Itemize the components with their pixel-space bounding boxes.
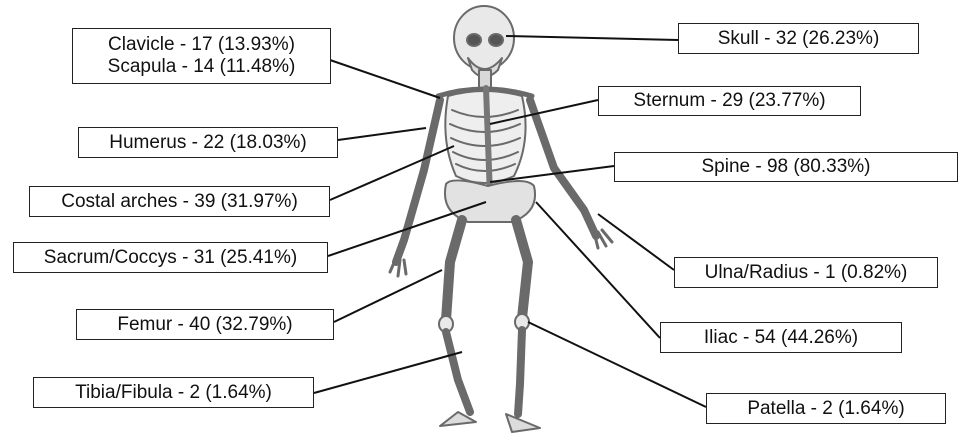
leader-line-iliac xyxy=(536,202,660,338)
label-sacrum-coccys: Sacrum/Coccys - 31 (25.41%) xyxy=(13,242,328,273)
left-eye-socket xyxy=(467,34,481,46)
right-foot xyxy=(506,414,540,432)
right-tibia xyxy=(518,330,522,414)
costal-arches-label: Costal arches - 39 (31.97%) xyxy=(61,191,298,213)
leader-line-costal-arches xyxy=(330,146,454,200)
clavicle-label: Clavicle - 17 (13.93%) xyxy=(108,34,295,56)
leader-line-tibia-fibula xyxy=(314,352,462,393)
sacrum-coccys-label: Sacrum/Coccys - 31 (25.41%) xyxy=(44,247,297,269)
leader-line-ulna-radius xyxy=(598,214,674,270)
label-sternum: Sternum - 29 (23.77%) xyxy=(598,86,861,116)
pelvis-shape xyxy=(445,180,535,222)
label-iliac: Iliac - 54 (44.26%) xyxy=(660,322,902,353)
scapula-label: Scapula - 14 (11.48%) xyxy=(108,56,296,78)
skull-shape xyxy=(454,6,514,70)
skull-label: Skull - 32 (26.23%) xyxy=(718,28,880,50)
leader-line-humerus xyxy=(338,128,426,140)
right-eye-socket xyxy=(489,34,503,46)
humerus-label: Humerus - 22 (18.03%) xyxy=(109,132,306,154)
left-tibia xyxy=(446,332,470,412)
label-ulna-radius: Ulna/Radius - 1 (0.82%) xyxy=(674,257,938,288)
label-clavicle-scapula: Clavicle - 17 (13.93%) Scapula - 14 (11.… xyxy=(72,28,331,84)
patella-label: Patella - 2 (1.64%) xyxy=(747,398,904,420)
iliac-label: Iliac - 54 (44.26%) xyxy=(704,327,858,349)
label-humerus: Humerus - 22 (18.03%) xyxy=(78,127,338,158)
label-spine: Spine - 98 (80.33%) xyxy=(614,152,958,182)
right-femur xyxy=(516,220,528,318)
left-femur xyxy=(446,220,462,320)
spine-label: Spine - 98 (80.33%) xyxy=(702,156,871,178)
spine-shape xyxy=(486,88,490,196)
skeleton-body xyxy=(390,6,612,432)
right-hand xyxy=(594,230,612,248)
label-costal-arches: Costal arches - 39 (31.97%) xyxy=(29,186,330,217)
leader-line-clavicle-scapula xyxy=(330,60,440,98)
leader-line-femur xyxy=(334,270,442,322)
femur-label: Femur - 40 (32.79%) xyxy=(117,314,292,336)
leader-line-skull xyxy=(506,36,678,40)
tibia-fibula-label: Tibia/Fibula - 2 (1.64%) xyxy=(75,382,272,404)
label-tibia-fibula: Tibia/Fibula - 2 (1.64%) xyxy=(33,377,314,408)
right-humerus xyxy=(530,100,596,236)
left-humerus xyxy=(396,100,440,262)
ulna-radius-label: Ulna/Radius - 1 (0.82%) xyxy=(705,262,908,284)
label-femur: Femur - 40 (32.79%) xyxy=(76,309,334,340)
sternum-label: Sternum - 29 (23.77%) xyxy=(633,90,825,112)
label-patella: Patella - 2 (1.64%) xyxy=(706,393,946,424)
label-skull: Skull - 32 (26.23%) xyxy=(678,23,919,54)
